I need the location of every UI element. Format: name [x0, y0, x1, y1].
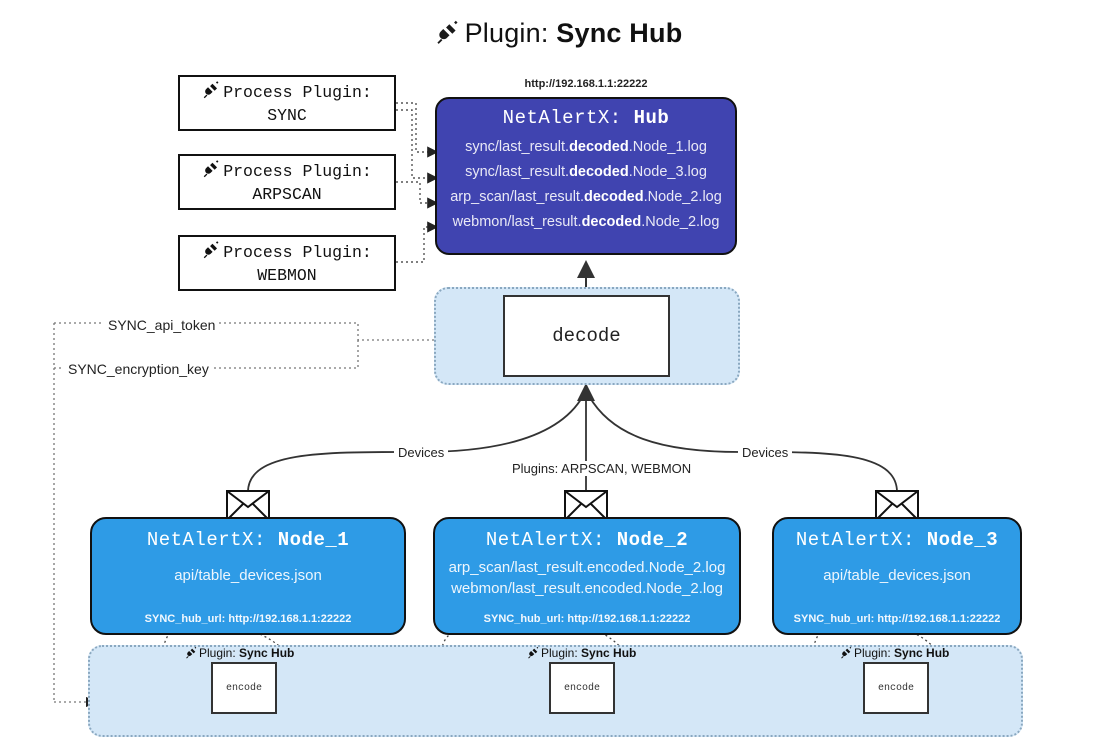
- hub-title-prefix: NetAlertX:: [502, 107, 634, 129]
- sync-api-token-label: SYNC_api_token: [104, 317, 220, 333]
- hub-log-row: sync/last_result.decoded.Node_3.log: [437, 160, 735, 185]
- encode-box-1[interactable]: encode: [211, 662, 277, 714]
- encode-box-3[interactable]: encode: [863, 662, 929, 714]
- plug-icon: [840, 646, 853, 662]
- process-plugin-name: ARPSCAN: [252, 184, 322, 204]
- node-line: arp_scan/last_result.encoded.Node_2.log: [448, 559, 726, 576]
- node-line: api/table_devices.json: [174, 567, 322, 584]
- process-plugin-arpscan[interactable]: Process Plugin: ARPSCAN: [178, 154, 396, 210]
- node-2[interactable]: NetAlertX: Node_2 arp_scan/last_result.e…: [433, 517, 741, 635]
- process-plugin-name: WEBMON: [257, 265, 317, 285]
- sync-encryption-key-label: SYNC_encryption_key: [64, 361, 213, 377]
- log-emphasis: decoded: [583, 188, 644, 205]
- node-title-prefix: NetAlertX:: [485, 529, 617, 551]
- encode-plugin-label-1: Plugin: Sync Hub: [185, 646, 294, 662]
- encode-plugin-prefix: Plugin:: [854, 646, 895, 660]
- node-line: webmon/last_result.encoded.Node_2.log: [451, 580, 723, 597]
- encode-plugin-label-2: Plugin: Sync Hub: [527, 646, 636, 662]
- process-plugin-label: Process Plugin:: [223, 242, 372, 262]
- process-plugin-sync[interactable]: Process Plugin: SYNC: [178, 75, 396, 131]
- log-emphasis: decoded: [569, 139, 629, 155]
- hub-title-name: Hub: [633, 107, 670, 129]
- log-emphasis: decoded: [569, 163, 629, 180]
- encode-plugin-name: Sync Hub: [581, 646, 637, 660]
- page-title-prefix: Plugin:: [464, 18, 557, 48]
- node-line: api/table_devices.json: [823, 567, 971, 584]
- hub-log-row: sync/last_result.decoded.Node_1.log: [437, 135, 735, 160]
- node-title-name: Node_3: [926, 529, 999, 551]
- page-title-name: Sync Hub: [556, 18, 683, 48]
- hub-url-label: http://192.168.1.1:22222: [524, 78, 648, 90]
- node-hub-url: SYNC_hub_url: http://192.168.1.1:22222: [92, 613, 404, 625]
- node-title: NetAlertX: Node_2: [435, 529, 739, 551]
- plug-icon: [202, 80, 221, 105]
- hub-title: NetAlertX: Hub: [437, 107, 735, 129]
- edge-sync-to-log1: [396, 102, 439, 158]
- node-hub-url-label: SYNC_hub_url:: [483, 613, 568, 625]
- node-hub-url-label: SYNC_hub_url:: [144, 613, 229, 625]
- encode-plugin-prefix: Plugin:: [199, 646, 240, 660]
- hub-log-row: webmon/last_result.decoded.Node_2.log: [437, 210, 735, 235]
- plug-icon: [527, 646, 540, 662]
- log-pre: sync/last_result.: [465, 139, 570, 155]
- hub-node[interactable]: NetAlertX: Hub sync/last_result.decoded.…: [435, 97, 737, 255]
- plug-icon: [202, 159, 221, 184]
- decode-box[interactable]: decode: [503, 295, 670, 377]
- node-title-name: Node_2: [616, 529, 689, 551]
- edge-arpscan-to-log3: [396, 181, 439, 209]
- plug-icon: [435, 19, 461, 52]
- log-emphasis: decoded: [581, 213, 642, 230]
- edge-label-devices-left: Devices: [394, 445, 449, 460]
- node-hub-url-value: http://192.168.1.1:22222: [228, 613, 352, 625]
- node-hub-url-value: http://192.168.1.1:22222: [877, 613, 1001, 625]
- node-title-prefix: NetAlertX:: [146, 529, 278, 551]
- edge-webmon-to-log4: [396, 221, 439, 263]
- node-hub-url-label: SYNC_hub_url:: [793, 613, 878, 625]
- node-hub-url-value: http://192.168.1.1:22222: [567, 613, 691, 625]
- node-3[interactable]: NetAlertX: Node_3 api/table_devices.json…: [772, 517, 1022, 635]
- process-plugin-label: Process Plugin:: [223, 161, 372, 181]
- encode-plugin-prefix: Plugin:: [541, 646, 582, 660]
- encode-plugin-name: Sync Hub: [239, 646, 295, 660]
- plug-icon: [202, 240, 221, 265]
- node-1[interactable]: NetAlertX: Node_1 api/table_devices.json…: [90, 517, 406, 635]
- log-pre: arp_scan/last_result.: [450, 188, 584, 205]
- node-hub-url: SYNC_hub_url: http://192.168.1.1:22222: [435, 613, 739, 625]
- edge-sync-to-log2: [396, 109, 439, 184]
- log-post: .Node_2.log: [641, 213, 720, 230]
- log-pre: webmon/last_result.: [452, 213, 582, 230]
- process-plugin-label: Process Plugin:: [223, 82, 372, 102]
- edge-label-devices-right: Devices: [738, 445, 793, 460]
- process-plugin-webmon[interactable]: Process Plugin: WEBMON: [178, 235, 396, 291]
- log-post: .Node_1.log: [628, 139, 707, 155]
- process-plugin-name: SYNC: [267, 105, 307, 125]
- node-title: NetAlertX: Node_3: [774, 529, 1020, 551]
- node-title-name: Node_1: [277, 529, 350, 551]
- log-pre: sync/last_result.: [465, 163, 570, 180]
- log-post: .Node_3.log: [628, 163, 707, 180]
- encode-plugin-name: Sync Hub: [894, 646, 950, 660]
- plug-icon: [185, 646, 198, 662]
- node-hub-url: SYNC_hub_url: http://192.168.1.1:22222: [774, 613, 1020, 625]
- page-title: Plugin: Sync Hub: [0, 18, 1117, 52]
- encode-box-2[interactable]: encode: [549, 662, 615, 714]
- edge-label-plugins: Plugins: ARPSCAN, WEBMON: [508, 461, 696, 476]
- node-title-prefix: NetAlertX:: [795, 529, 927, 551]
- node-title: NetAlertX: Node_1: [92, 529, 404, 551]
- edge-node3-to-decode: [588, 395, 898, 493]
- hub-log-row: arp_scan/last_result.decoded.Node_2.log: [437, 185, 735, 210]
- edge-node1-to-decode: [247, 395, 584, 493]
- log-post: .Node_2.log: [643, 188, 722, 205]
- encode-plugin-label-3: Plugin: Sync Hub: [840, 646, 949, 662]
